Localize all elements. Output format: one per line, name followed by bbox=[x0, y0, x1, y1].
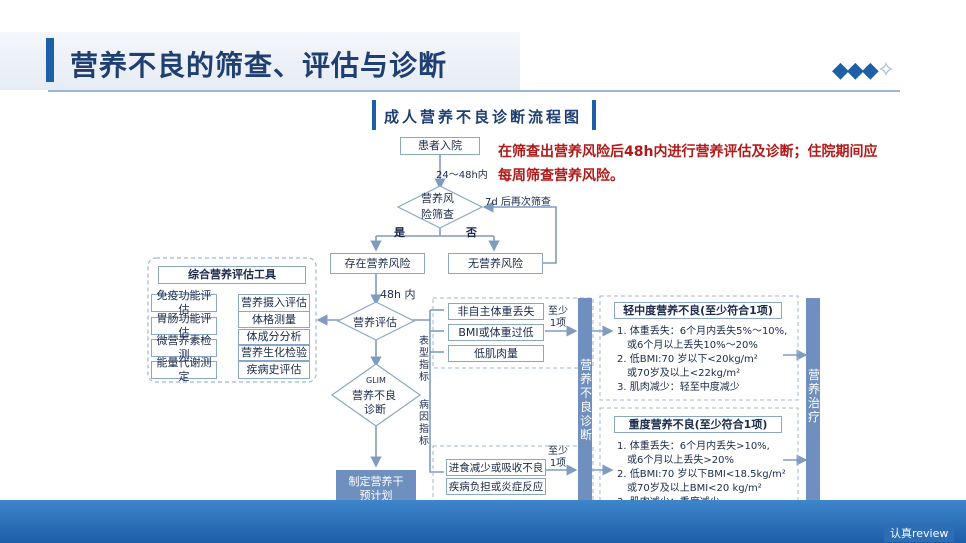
severe-line: 2. 低BMI:70 岁以下BMI<18.5kg/m² bbox=[617, 469, 786, 480]
tool-left-item: 免疫功能评估 bbox=[151, 289, 217, 316]
tool-right-item: 体成分分析 bbox=[238, 329, 310, 345]
at-least-one-label: 至少1项 bbox=[548, 306, 568, 329]
moderate-line: 或6个月以上丢失10%～20% bbox=[627, 340, 758, 351]
etiology-item: 进食减少或吸收不良 bbox=[446, 459, 546, 476]
admission-box: 患者入院 bbox=[400, 137, 480, 155]
title-bar bbox=[0, 32, 520, 90]
at-least-one-label: 至少1项 bbox=[548, 446, 568, 469]
footer-tag: 认真review bbox=[884, 524, 955, 542]
yes-label: 是 bbox=[394, 226, 405, 239]
tool-right-item: 疾病史评估 bbox=[238, 361, 310, 379]
timing-note: 在筛查出营养风险后48h内进行营养评估及诊断；住院期间应每周筛查营养风险。 bbox=[498, 144, 878, 184]
flow-title-accent-left bbox=[372, 100, 376, 130]
time-48-label: 48h 内 bbox=[380, 288, 416, 301]
tool-right-item: 营养生化检验 bbox=[238, 345, 310, 361]
title-rule bbox=[48, 90, 900, 92]
moderate-title: 轻中度营养不良(至少符合1项) bbox=[614, 302, 782, 319]
moderate-line: 2. 低BMI:70 岁以下<20kg/m² bbox=[617, 354, 758, 365]
tool-left-item: 能量代谢测定 bbox=[151, 356, 217, 383]
no-label: 否 bbox=[466, 226, 477, 239]
diamond-decoration-icon: ◆◆◆✧ bbox=[832, 58, 895, 83]
assessment-label: 营养评估 bbox=[353, 316, 397, 329]
screening-label-1: 营养风 bbox=[421, 192, 454, 205]
severe-line: 或70岁及以上BMI<20 kg/m² bbox=[627, 483, 762, 494]
glim-label: GLIM bbox=[366, 376, 386, 385]
has-risk-box: 存在营养风险 bbox=[330, 253, 425, 274]
rescreen-label: 7d 后再次筛查 bbox=[485, 197, 551, 208]
moderate-line: 1. 体重丢失：6个月内丢失5%～10%, bbox=[617, 326, 788, 337]
moderate-criteria: 1. 体重丢失：6个月内丢失5%～10%, 或6个月以上丢失10%～20% 2.… bbox=[617, 325, 787, 395]
flow-title: 成人营养不良诊断流程图 bbox=[384, 108, 583, 126]
tool-right-item: 营养摄入评估 bbox=[238, 294, 310, 312]
nutrition-treatment-column: 营养治疗 bbox=[806, 298, 820, 510]
severe-title: 重度营养不良(至少符合1项) bbox=[614, 416, 782, 433]
no-risk-box: 无营养风险 bbox=[448, 253, 543, 274]
phenotype-item: 低肌肉量 bbox=[448, 345, 544, 362]
footer-band bbox=[0, 500, 966, 543]
tool-right-item: 体格测量 bbox=[238, 311, 310, 328]
tool-left-item: 微营养素检测 bbox=[151, 334, 217, 361]
severe-line: 或6个月以上丢失>20% bbox=[627, 455, 734, 466]
phenotype-item: 非自主体重丢失 bbox=[448, 303, 544, 320]
tools-title: 综合营养评估工具 bbox=[158, 266, 306, 284]
slide-title: 营养不良的筛查、评估与诊断 bbox=[70, 49, 448, 82]
malnutrition-diagnosis-column: 营养不良诊断 bbox=[578, 298, 592, 510]
screening-label-2: 险筛查 bbox=[421, 208, 454, 221]
tool-left-item: 胃肠功能评估 bbox=[151, 312, 217, 339]
etiology-item: 疾病负担或炎症反应 bbox=[446, 478, 546, 495]
time-24-48-label: 24～48h内 bbox=[436, 170, 488, 181]
diagnosis-label-2: 诊断 bbox=[364, 403, 386, 416]
diagnosis-label-1: 营养不良 bbox=[352, 389, 396, 402]
title-accent bbox=[46, 38, 54, 82]
moderate-line: 或70岁及以上<22kg/m² bbox=[627, 368, 741, 379]
phenotype-item: BMI或体重过低 bbox=[448, 324, 544, 341]
etiology-label: 病因指标 bbox=[419, 400, 429, 447]
severe-line: 1. 体重丢失：6个月内丢失>10%, bbox=[617, 441, 770, 452]
phenotype-label: 表型指标 bbox=[419, 336, 429, 383]
flow-title-accent-right bbox=[592, 100, 596, 130]
moderate-line: 3. 肌肉减少：轻至中度减少 bbox=[617, 382, 740, 393]
